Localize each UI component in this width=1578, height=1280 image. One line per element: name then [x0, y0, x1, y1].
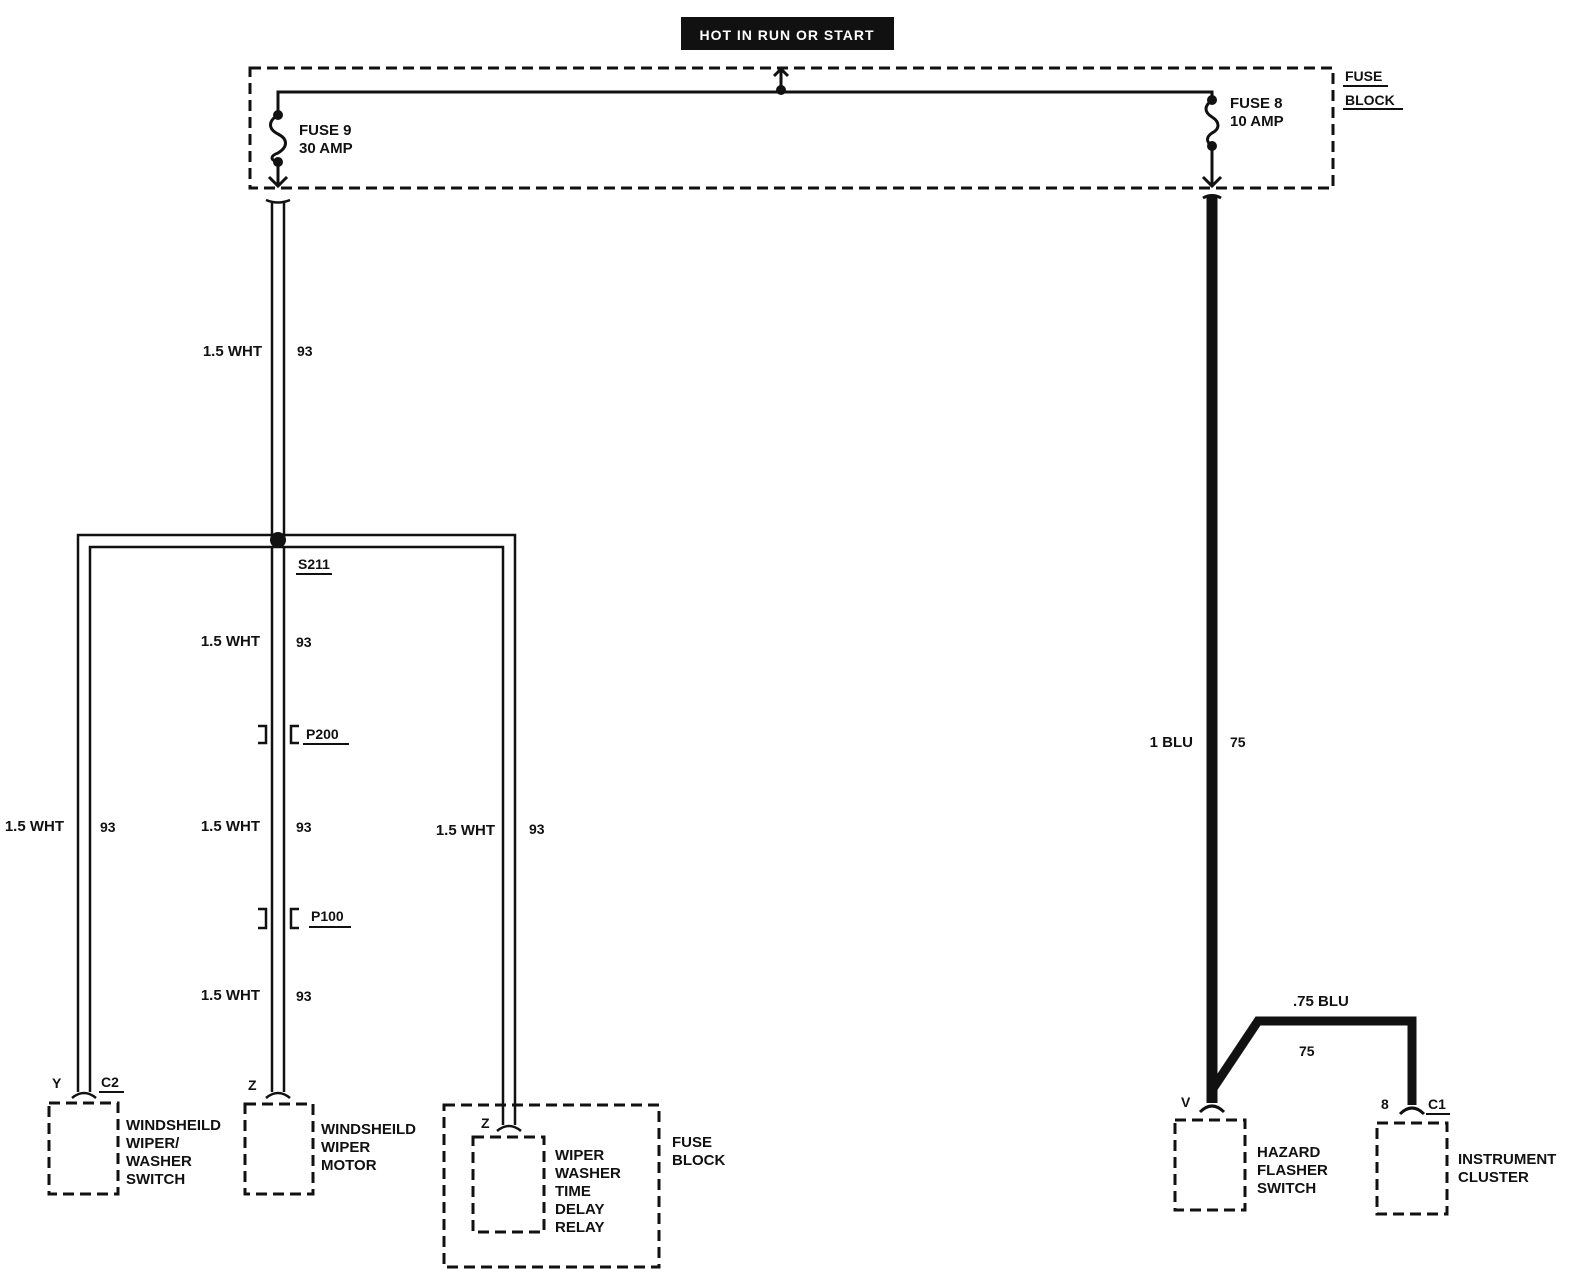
fuse-block-label: FUSE BLOCK	[1343, 68, 1403, 110]
component-wiper-washer-relay	[471, 1135, 546, 1234]
connector-p200-label: P200	[303, 726, 349, 745]
wire-wht-93-fuse-to-splice	[265, 198, 291, 538]
pin-v-label: V	[1181, 1094, 1191, 1110]
pin-z-relay-label: Z	[481, 1115, 490, 1131]
terminal-relay	[496, 1124, 522, 1132]
svg-text:BLOCK: BLOCK	[1345, 92, 1395, 108]
svg-text:DELAY: DELAY	[555, 1201, 604, 1218]
fuse-block-box	[248, 66, 1335, 190]
svg-text:MOTOR: MOTOR	[321, 1157, 377, 1174]
svg-text:WASHER: WASHER	[126, 1153, 192, 1170]
component-wiper-washer-switch	[47, 1101, 120, 1196]
fuse-bus-bar	[276, 66, 1214, 115]
terminal-wiper-motor	[265, 1091, 291, 1099]
svg-text:SWITCH: SWITCH	[126, 1171, 185, 1188]
splice-branches	[76, 533, 517, 1125]
wire-gauge-blu-branch: .75 BLU	[1293, 993, 1349, 1010]
svg-text:BLOCK: BLOCK	[672, 1152, 725, 1169]
svg-text:WIPER/: WIPER/	[126, 1135, 180, 1152]
component-instrument-cluster	[1375, 1121, 1449, 1216]
splice-s211-dot	[270, 532, 286, 548]
wire-circuit-left-branch: 93	[100, 819, 116, 835]
terminal-wiper-switch	[71, 1091, 97, 1099]
connector-c2-label: C2	[99, 1074, 124, 1093]
pin-8-label: 8	[1381, 1096, 1389, 1112]
svg-text:C2: C2	[101, 1074, 119, 1090]
wire-gauge-right-branch: 1.5 WHT	[436, 822, 495, 839]
component-wiper-motor	[243, 1102, 315, 1196]
wire-circuit-blu-main: 75	[1230, 734, 1246, 750]
svg-text:FUSE: FUSE	[1345, 68, 1382, 84]
pin-z-motor-label: Z	[248, 1077, 257, 1093]
wiper-motor-label: WINDSHEILD WIPER MOTOR	[321, 1121, 416, 1174]
wire-circuit-trunk-mid: 93	[296, 634, 312, 650]
svg-text:SWITCH: SWITCH	[1257, 1180, 1316, 1197]
connector-p100-label: P100	[309, 908, 351, 928]
wire-circuit-trunk-low: 93	[296, 819, 312, 835]
wire-gauge-trunk-low: 1.5 WHT	[201, 818, 260, 835]
connector-c1-label: C1	[1426, 1096, 1450, 1115]
wire-gauge-trunk-bottom: 1.5 WHT	[201, 987, 260, 1004]
wire-gauge-left-branch: 1.5 WHT	[5, 818, 64, 835]
svg-text:WIPER: WIPER	[555, 1147, 604, 1164]
relay-label: WIPER WASHER TIME DELAY RELAY	[555, 1147, 621, 1236]
connector-p100	[258, 907, 299, 930]
svg-text:FLASHER: FLASHER	[1257, 1162, 1328, 1179]
splice-s211-label: S211	[296, 556, 332, 575]
wire-blu-75-branch	[1208, 1016, 1417, 1105]
svg-text:INSTRUMENT: INSTRUMENT	[1458, 1151, 1556, 1168]
component-hazard-flasher-switch	[1173, 1118, 1247, 1212]
svg-text:CLUSTER: CLUSTER	[1458, 1169, 1529, 1186]
fuse-9	[267, 110, 289, 189]
svg-text:FUSE: FUSE	[672, 1134, 712, 1151]
hazard-label: HAZARD FLASHER SWITCH	[1257, 1144, 1328, 1197]
wire-gauge-blu-main: 1 BLU	[1150, 734, 1193, 751]
relay-fuse-block-label: FUSE BLOCK	[672, 1134, 725, 1169]
wire-gauge-trunk-top: 1.5 WHT	[203, 343, 262, 360]
fuse-9-rating: 30 AMP	[299, 140, 353, 157]
svg-text:WINDSHEILD: WINDSHEILD	[321, 1121, 416, 1138]
pin-y-label: Y	[52, 1075, 62, 1091]
wire-wht-93-trunk-lower	[270, 548, 286, 1092]
power-source-banner: HOT IN RUN OR START	[681, 17, 894, 50]
svg-text:RELAY: RELAY	[555, 1219, 604, 1236]
wire-circuit-right-branch: 93	[529, 821, 545, 837]
terminal-hazard	[1198, 1104, 1226, 1114]
svg-text:WINDSHEILD: WINDSHEILD	[126, 1117, 221, 1134]
power-source-label: HOT IN RUN OR START	[699, 27, 874, 43]
wire-gauge-trunk-mid: 1.5 WHT	[201, 633, 260, 650]
wire-circuit-trunk-bottom: 93	[296, 988, 312, 1004]
wire-circuit-trunk-top: 93	[297, 343, 313, 359]
svg-text:WIPER: WIPER	[321, 1139, 370, 1156]
svg-text:S211: S211	[298, 556, 330, 572]
svg-text:HAZARD: HAZARD	[1257, 1144, 1320, 1161]
wire-circuit-blu-branch: 75	[1299, 1043, 1315, 1059]
svg-text:P200: P200	[306, 726, 339, 742]
fuse-8-rating: 10 AMP	[1230, 113, 1284, 130]
connector-p200	[258, 724, 299, 745]
wiper-switch-label: WINDSHEILD WIPER/ WASHER SWITCH	[126, 1117, 221, 1188]
svg-text:C1: C1	[1428, 1096, 1446, 1112]
cluster-label: INSTRUMENT CLUSTER	[1458, 1151, 1556, 1186]
terminal-cluster	[1398, 1106, 1426, 1116]
svg-text:TIME: TIME	[555, 1183, 591, 1200]
component-relay-fuse-block	[442, 1103, 661, 1269]
fuse-9-name: FUSE 9	[299, 122, 352, 139]
svg-text:P100: P100	[311, 908, 344, 924]
fuse-8	[1201, 95, 1223, 189]
svg-text:WASHER: WASHER	[555, 1165, 621, 1182]
wire-blu-75-main	[1202, 194, 1222, 1103]
fuse-8-name: FUSE 8	[1230, 95, 1283, 112]
